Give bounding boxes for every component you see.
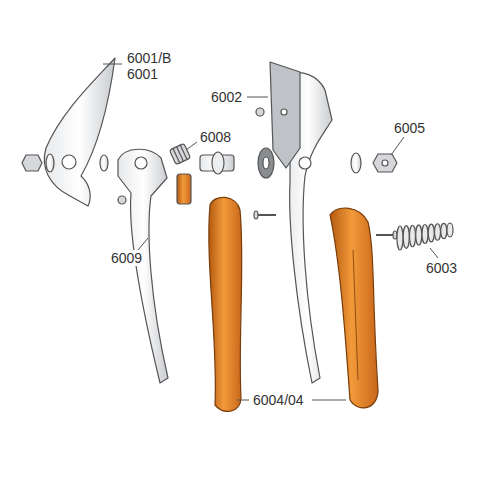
coil-spring: [397, 223, 453, 250]
hex-nut: [22, 155, 42, 171]
screw: [376, 231, 397, 239]
washer: [46, 154, 54, 172]
bumper: [177, 174, 191, 204]
large-washer: [258, 148, 274, 178]
leader-lines: [103, 64, 438, 400]
small-spring: [169, 143, 190, 164]
screw: [254, 211, 276, 219]
lower-handle: [118, 149, 168, 383]
anvil-blade: [270, 62, 300, 168]
callout-number: 6003: [425, 260, 458, 276]
callout-number: 6009: [110, 250, 143, 266]
handle-grip: [209, 197, 242, 411]
callout-number: 6001: [126, 66, 159, 82]
callout-number: 6008: [199, 129, 232, 145]
callout-number: 6004/04: [252, 392, 305, 408]
callout-number: 6001/B: [126, 50, 172, 66]
handle-grip: [330, 208, 378, 408]
hex-nut: [373, 154, 397, 172]
callout-number: 6002: [210, 89, 243, 105]
cutting-blade: [44, 58, 115, 206]
callout-number: 6005: [393, 120, 426, 136]
